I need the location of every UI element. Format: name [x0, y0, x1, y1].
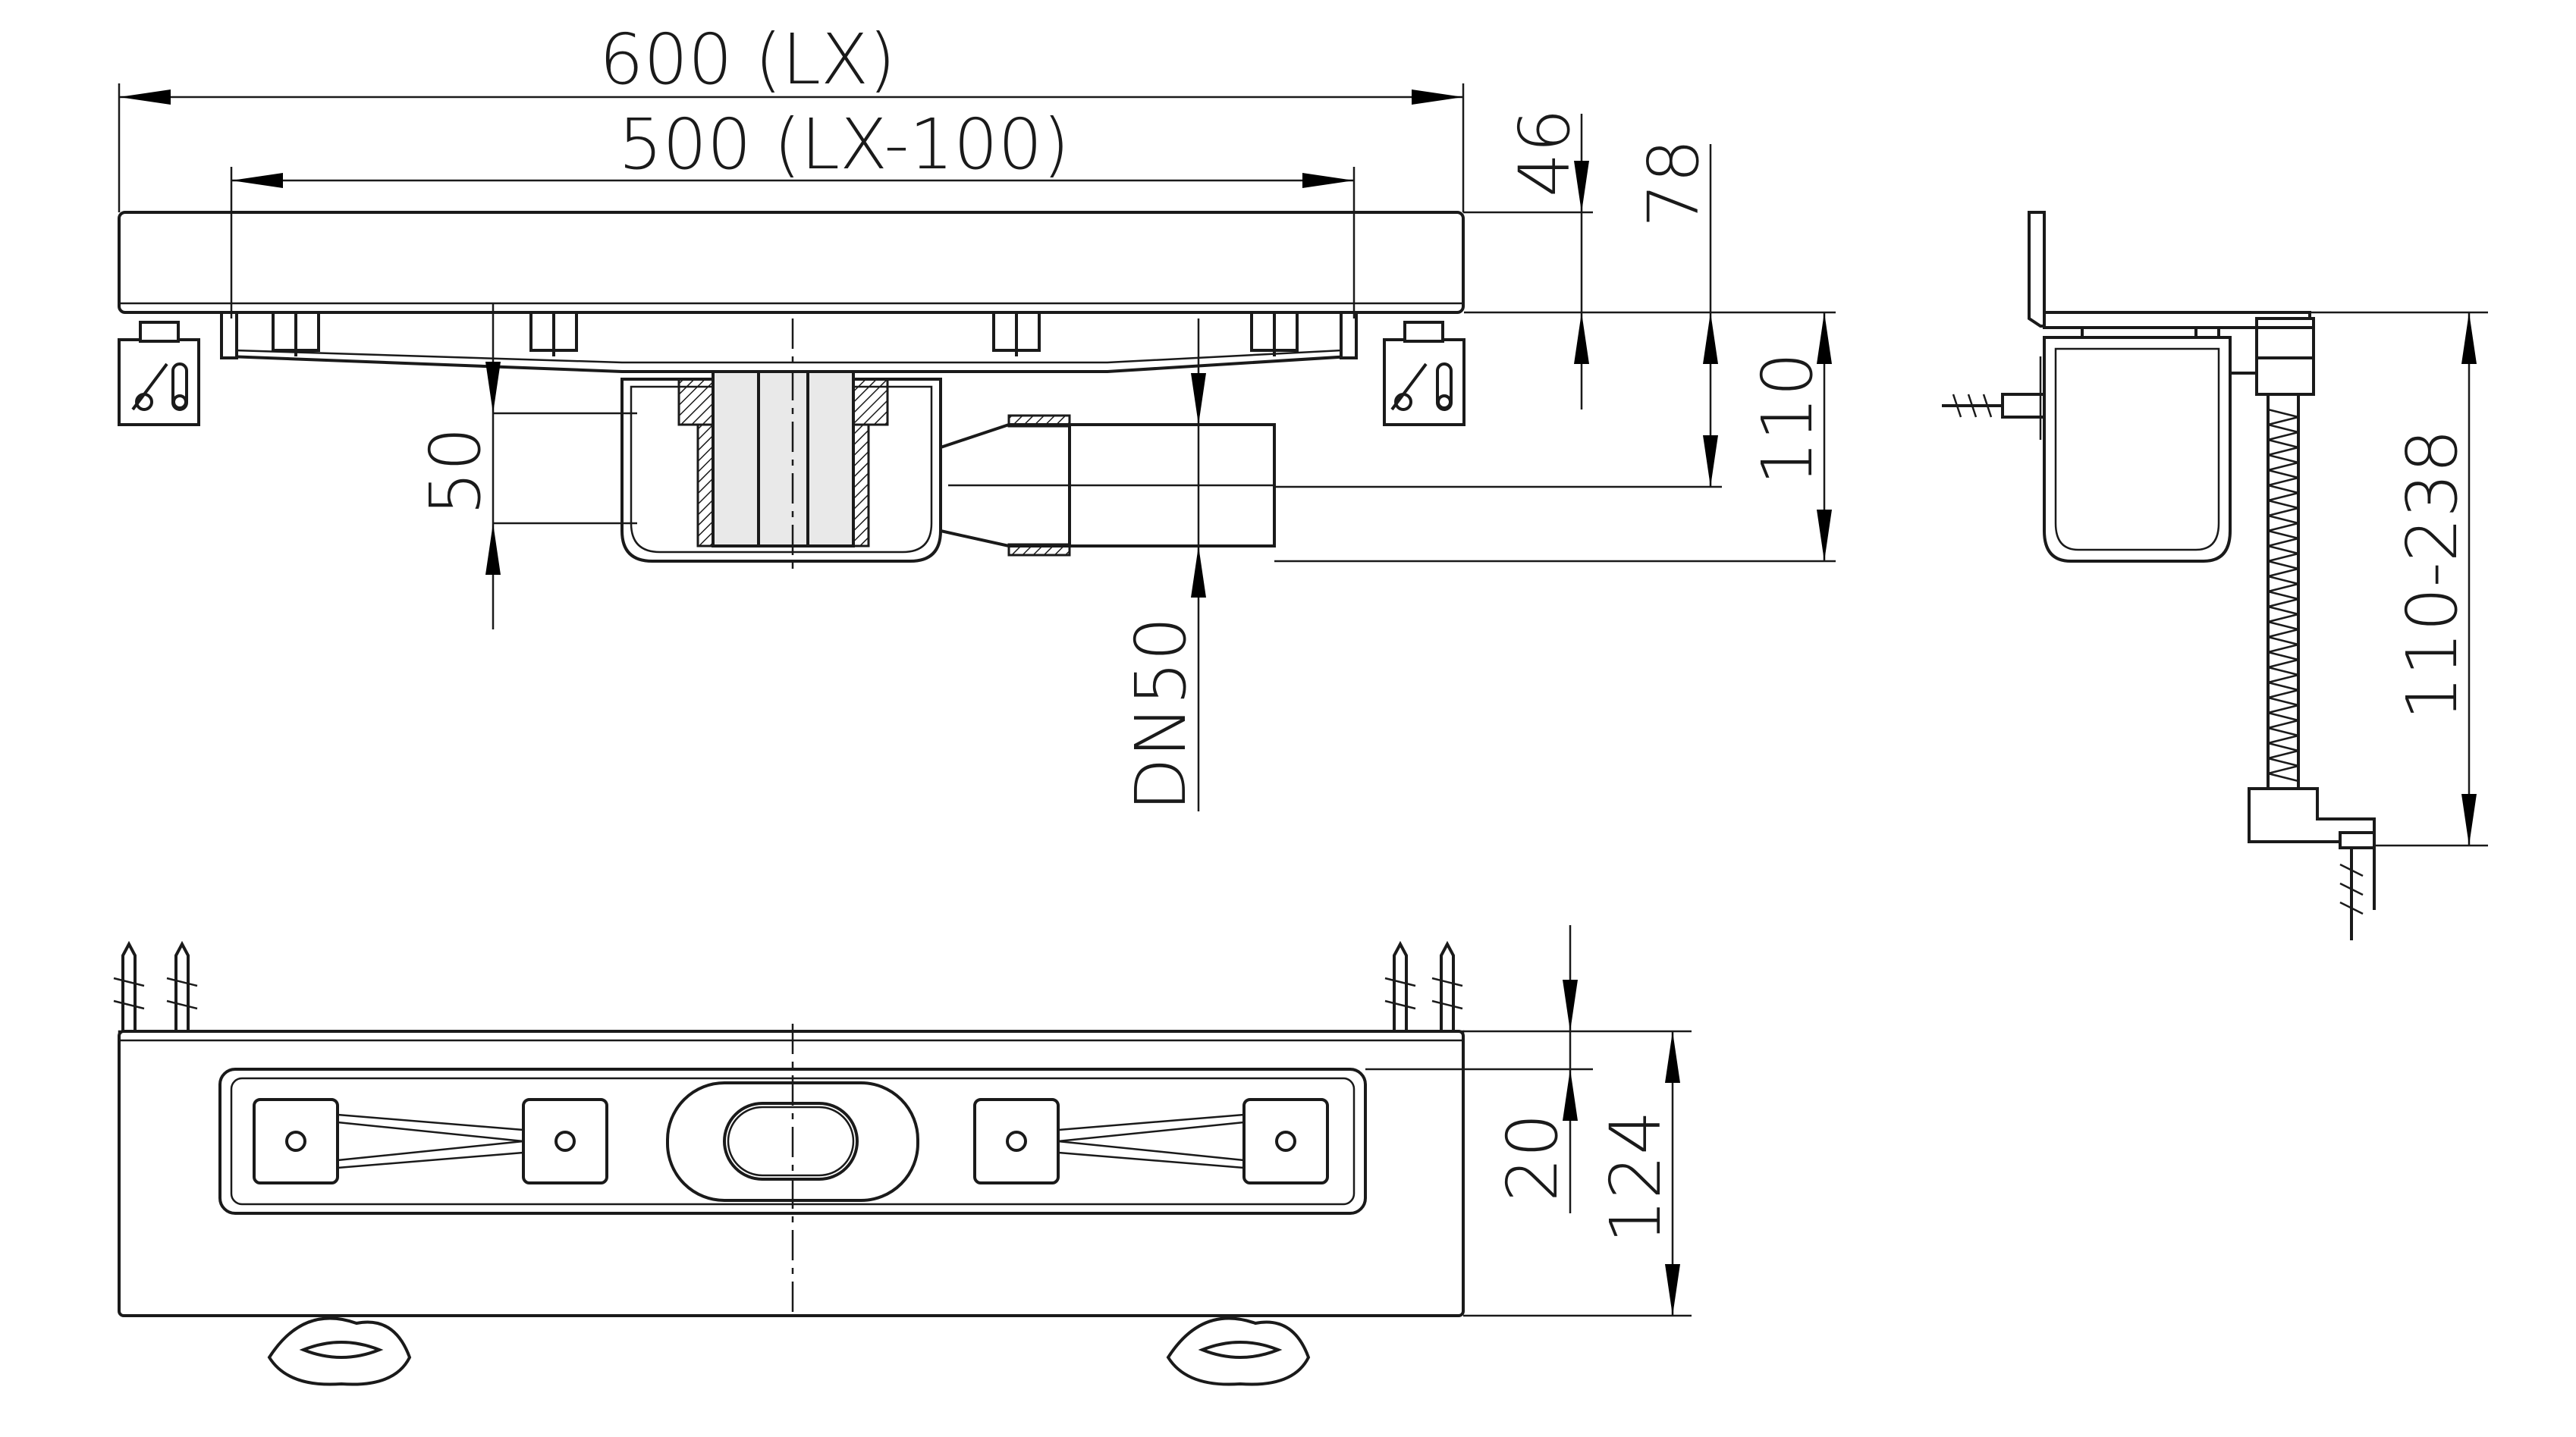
outlet-pipe — [939, 414, 1276, 557]
grate-clamps — [253, 1098, 1329, 1184]
top-view: 20 124 — [113, 925, 1692, 1386]
anchor-pins — [113, 940, 1463, 1033]
dim-frame-height: 46 — [1504, 108, 1585, 197]
side-view: 110-238 — [1942, 211, 2488, 940]
dim-leg-range: 110-238 — [2392, 429, 2473, 720]
trap-body — [620, 370, 942, 563]
dim-top-to-outlet: 78 — [1633, 139, 1714, 227]
dim-body-height: 110 — [1747, 352, 1828, 485]
dim-total-length: 600 (LX) — [599, 19, 896, 100]
dimension-labels-front: 600 (LX) 500 (LX-100) 46 78 50 110 DN50 — [415, 19, 1828, 811]
cover-plate — [118, 211, 1465, 314]
leveling-foot-left — [118, 321, 200, 426]
dim-grate-length: 500 (LX-100) — [618, 104, 1070, 185]
dim-slot-width: 20 — [1492, 1113, 1573, 1202]
front-view — [118, 211, 1465, 576]
wall-plug-icon — [1942, 356, 2046, 440]
dimension-lines-front — [118, 83, 1836, 811]
leveling-foot-right — [1383, 321, 1465, 426]
dim-outlet-offset: 50 — [415, 427, 496, 516]
foot-pads — [267, 1316, 1311, 1386]
adjustable-leg — [2248, 317, 2376, 940]
dim-top-width: 124 — [1595, 1110, 1676, 1244]
dim-outlet-diameter: DN50 — [1120, 617, 1202, 811]
screw-clamps — [272, 311, 1299, 356]
